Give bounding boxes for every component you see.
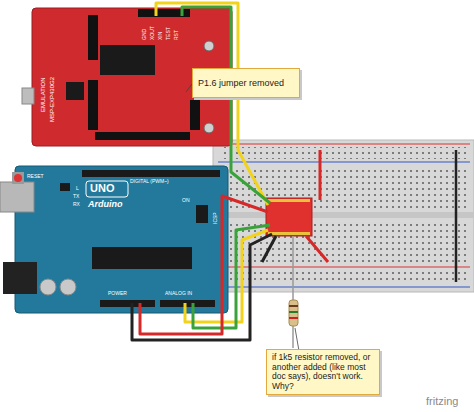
silkscreen-label: Arduino [88,200,123,209]
resistor-symbol-part [292,236,294,348]
arduino-uno-part [12,172,24,184]
arduino-uno-part [60,183,70,191]
note-callout: if 1k5 resistor removed, or another adde… [266,349,380,395]
level-shifter-part [266,198,312,236]
breadboard-part [218,287,470,288]
breadboard-part [220,167,468,210]
breadboard-part [220,147,468,159]
arduino-uno-part [160,300,215,307]
silkscreen-label: RESET [27,174,44,179]
wires-part [306,236,328,262]
msp430-launchpad-part [204,41,214,51]
arduino-uno-part [0,182,34,212]
silkscreen-label: RST [174,30,179,40]
note-callout: P1.6 jumper removed [192,68,300,98]
breadboard-part [220,270,468,282]
silkscreen-label: ON [182,198,190,203]
silkscreen-label: ANALOG IN [165,291,192,296]
silkscreen-label: RX [73,202,80,207]
msp430-launchpad-part [190,100,200,130]
arduino-uno-part [82,170,220,177]
level-shifter-part [268,232,310,235]
msp430-launchpad-part [95,132,190,140]
msp430-launchpad-part [204,123,214,133]
arduino-uno-part [40,279,56,295]
breadboard-part [218,267,470,268]
wires-part [319,150,322,200]
silkscreen-label: POWER [108,291,127,296]
note-text: P1.6 jumper removed [198,78,294,88]
wires-part [262,236,276,262]
arduino-uno-part [60,279,76,295]
leader-lines-part [295,328,299,351]
wires-part [132,234,272,340]
silkscreen-label: DIGITAL (PWM~) [130,179,169,184]
resistor-symbol-part [289,305,298,307]
arduino-uno-part [3,262,37,294]
wires-part [156,3,268,205]
resistor-symbol-part [289,317,298,319]
arduino-uno-part [196,205,208,223]
msp430-launchpad-part [22,88,34,104]
leader-lines [186,84,299,351]
arduino-uno-part [86,181,128,197]
silkscreen-label: XIN [158,32,163,40]
resistor-symbol-part [289,311,298,313]
breadboard-part [455,150,458,282]
breadboard-part [213,212,474,218]
breadboard-part [218,162,470,163]
msp430-launchpad-part [88,80,98,130]
level-shifter [266,198,312,236]
level-shifter-part [268,199,310,202]
silkscreen-label: ICSP [213,212,218,224]
watermark: fritzing [426,396,458,407]
silkscreen-label: MSP-EXP430G2 [49,77,55,122]
arduino-uno-part [92,247,192,269]
wires [132,3,328,340]
msp430-launchpad-part [100,45,155,75]
wires-part [182,7,270,203]
arduino-uno-part [14,174,22,182]
silkscreen-label: TEST [166,27,171,40]
silkscreen-label: EMULATION [40,77,46,112]
breadboard-part [213,140,474,292]
silkscreen-label: GND [142,29,147,40]
silkscreen-label: XOUT [150,26,155,40]
resistor-symbol [289,236,298,348]
note-text: if 1k5 resistor removed, or another adde… [272,353,374,391]
arduino-uno-part [15,166,228,313]
resistor-symbol-part [289,300,298,326]
silkscreen-label: L [76,186,79,191]
msp430-launchpad-part [88,15,98,60]
msp430-launchpad-part [66,82,84,100]
silkscreen-label: TX [73,194,79,199]
silkscreen-label: UNO [90,183,114,194]
breadboard-part [218,144,470,145]
arduino-uno [0,166,228,313]
breadboard [213,140,474,292]
arduino-uno-part [100,300,155,307]
